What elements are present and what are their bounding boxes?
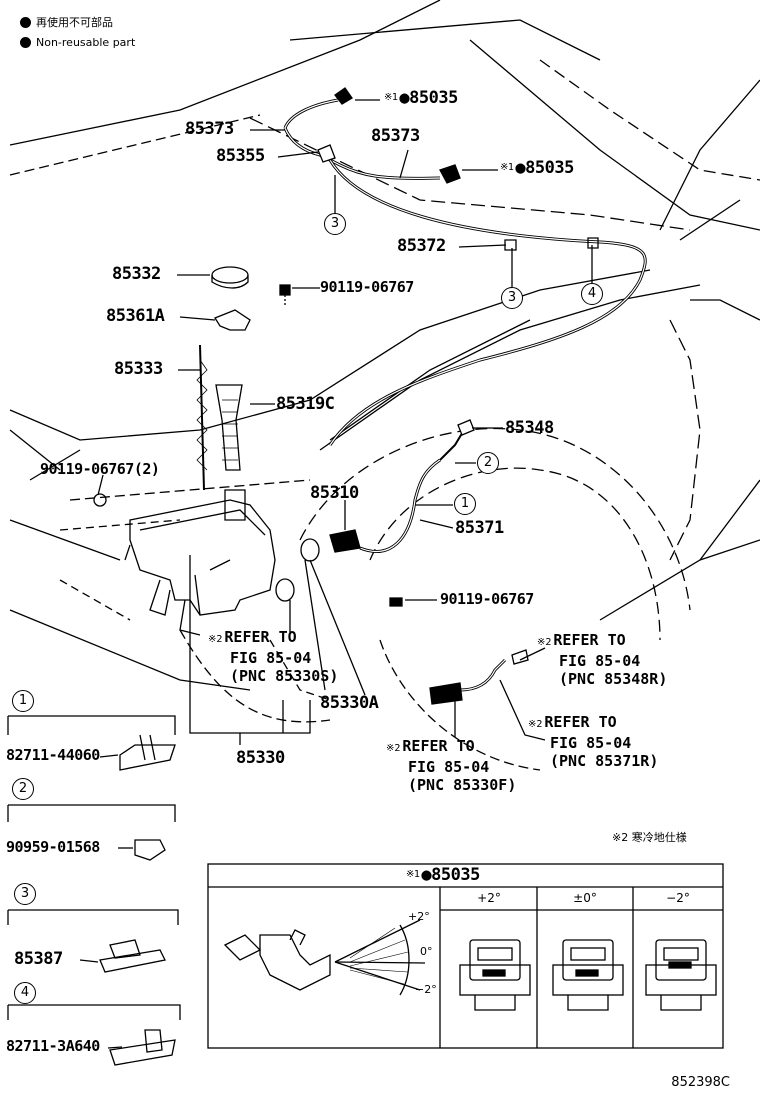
detail-marker-2: 2 <box>12 778 34 800</box>
legend-text-en: Non-reusable part <box>36 36 136 49</box>
ref-line: FIG 85-04 <box>550 734 632 752</box>
column-header-minus2: −2° <box>666 891 690 905</box>
callout-85372[interactable]: 85372 <box>397 236 446 256</box>
ref-line: FIG 85-04 <box>230 649 312 667</box>
legend-reusable: 再使用不可部品 <box>20 14 113 30</box>
callout-85355[interactable]: 85355 <box>216 146 265 166</box>
circle-marker-3: 3 <box>324 213 346 235</box>
mark-2: ※2 <box>537 637 552 648</box>
circle-marker-1: 1 <box>454 493 476 515</box>
ref-line: FIG 85-04 <box>408 758 490 776</box>
mark-1: ※1 <box>384 92 398 103</box>
ref-line: REFER TO <box>224 628 297 646</box>
adjust-table-title: ※1●85035 <box>406 867 480 884</box>
ref-line: FIG 85-04 <box>559 652 641 670</box>
ref-line: (PNC 85348R) <box>559 670 668 688</box>
circle-marker-2: 2 <box>477 452 499 474</box>
ref-line: REFER TO <box>544 713 617 731</box>
ref-line: (PNC 85330F) <box>408 776 517 794</box>
callout-90119-06767-top[interactable]: 90119-06767 <box>320 278 414 296</box>
ref-line: REFER TO <box>553 631 626 649</box>
callout-90119-06767-mid[interactable]: 90119-06767 <box>440 590 534 608</box>
callout-85373-left[interactable]: 85373 <box>185 119 234 139</box>
column-header-plus2: +2° <box>477 891 501 905</box>
column-header-zero: ±0° <box>573 891 597 905</box>
angle-label-plus: +2° <box>408 910 430 923</box>
cold-area-note: ※2 寒冷地仕様 <box>612 831 687 844</box>
ref-line: (PNC 85330S) <box>230 667 339 685</box>
callout-85310[interactable]: 85310 <box>310 483 359 503</box>
black-dot-icon <box>20 37 31 48</box>
legend-text-jp: 再使用不可部品 <box>36 16 113 29</box>
mark-2: ※2 <box>208 634 223 645</box>
circle-marker-4: 4 <box>581 283 603 305</box>
callout-85035-top[interactable]: ※1●85035 <box>384 90 458 107</box>
detail-marker-1: 1 <box>12 690 34 712</box>
angle-label-minus: −2° <box>415 983 437 996</box>
callout-90119-06767-2[interactable]: 90119-06767(2) <box>40 460 160 478</box>
part-number: ●85035 <box>421 865 480 885</box>
detail-marker-4: 4 <box>14 982 36 1004</box>
callout-85333[interactable]: 85333 <box>114 359 163 379</box>
detail-part-82711-3A640[interactable]: 82711-3A640 <box>6 1037 100 1055</box>
mark-2: ※2 <box>528 719 543 730</box>
detail-part-82711-44060[interactable]: 82711-44060 <box>6 746 100 764</box>
mark-1: ※1 <box>500 162 514 173</box>
detail-part-90959-01568[interactable]: 90959-01568 <box>6 838 100 856</box>
legend-non-reusable: Non-reusable part <box>20 36 135 49</box>
callout-85332[interactable]: 85332 <box>112 264 161 284</box>
callout-85330[interactable]: 85330 <box>236 748 285 768</box>
mark-1: ※1 <box>406 869 420 880</box>
ref-line: REFER TO <box>402 737 475 755</box>
circle-marker-3: 3 <box>501 287 523 309</box>
callout-85371[interactable]: 85371 <box>455 518 504 538</box>
diagram-code: 852398C <box>671 1075 730 1090</box>
callout-85361A[interactable]: 85361A <box>106 306 165 326</box>
callout-85319C[interactable]: 85319C <box>276 394 335 414</box>
part-number: ●85035 <box>399 88 458 108</box>
mark-2: ※2 <box>386 743 401 754</box>
callout-85035-mid[interactable]: ※1●85035 <box>500 160 574 177</box>
angle-label-zero: 0° <box>420 945 433 958</box>
part-number: ●85035 <box>515 158 574 178</box>
black-dot-icon <box>20 16 31 28</box>
detail-marker-3: 3 <box>14 883 36 905</box>
ref-line: (PNC 85371R) <box>550 752 659 770</box>
detail-part-85387[interactable]: 85387 <box>14 949 63 969</box>
callout-85373-right[interactable]: 85373 <box>371 126 420 146</box>
callout-85330A[interactable]: 85330A <box>320 693 379 713</box>
callout-85348[interactable]: 85348 <box>505 418 554 438</box>
